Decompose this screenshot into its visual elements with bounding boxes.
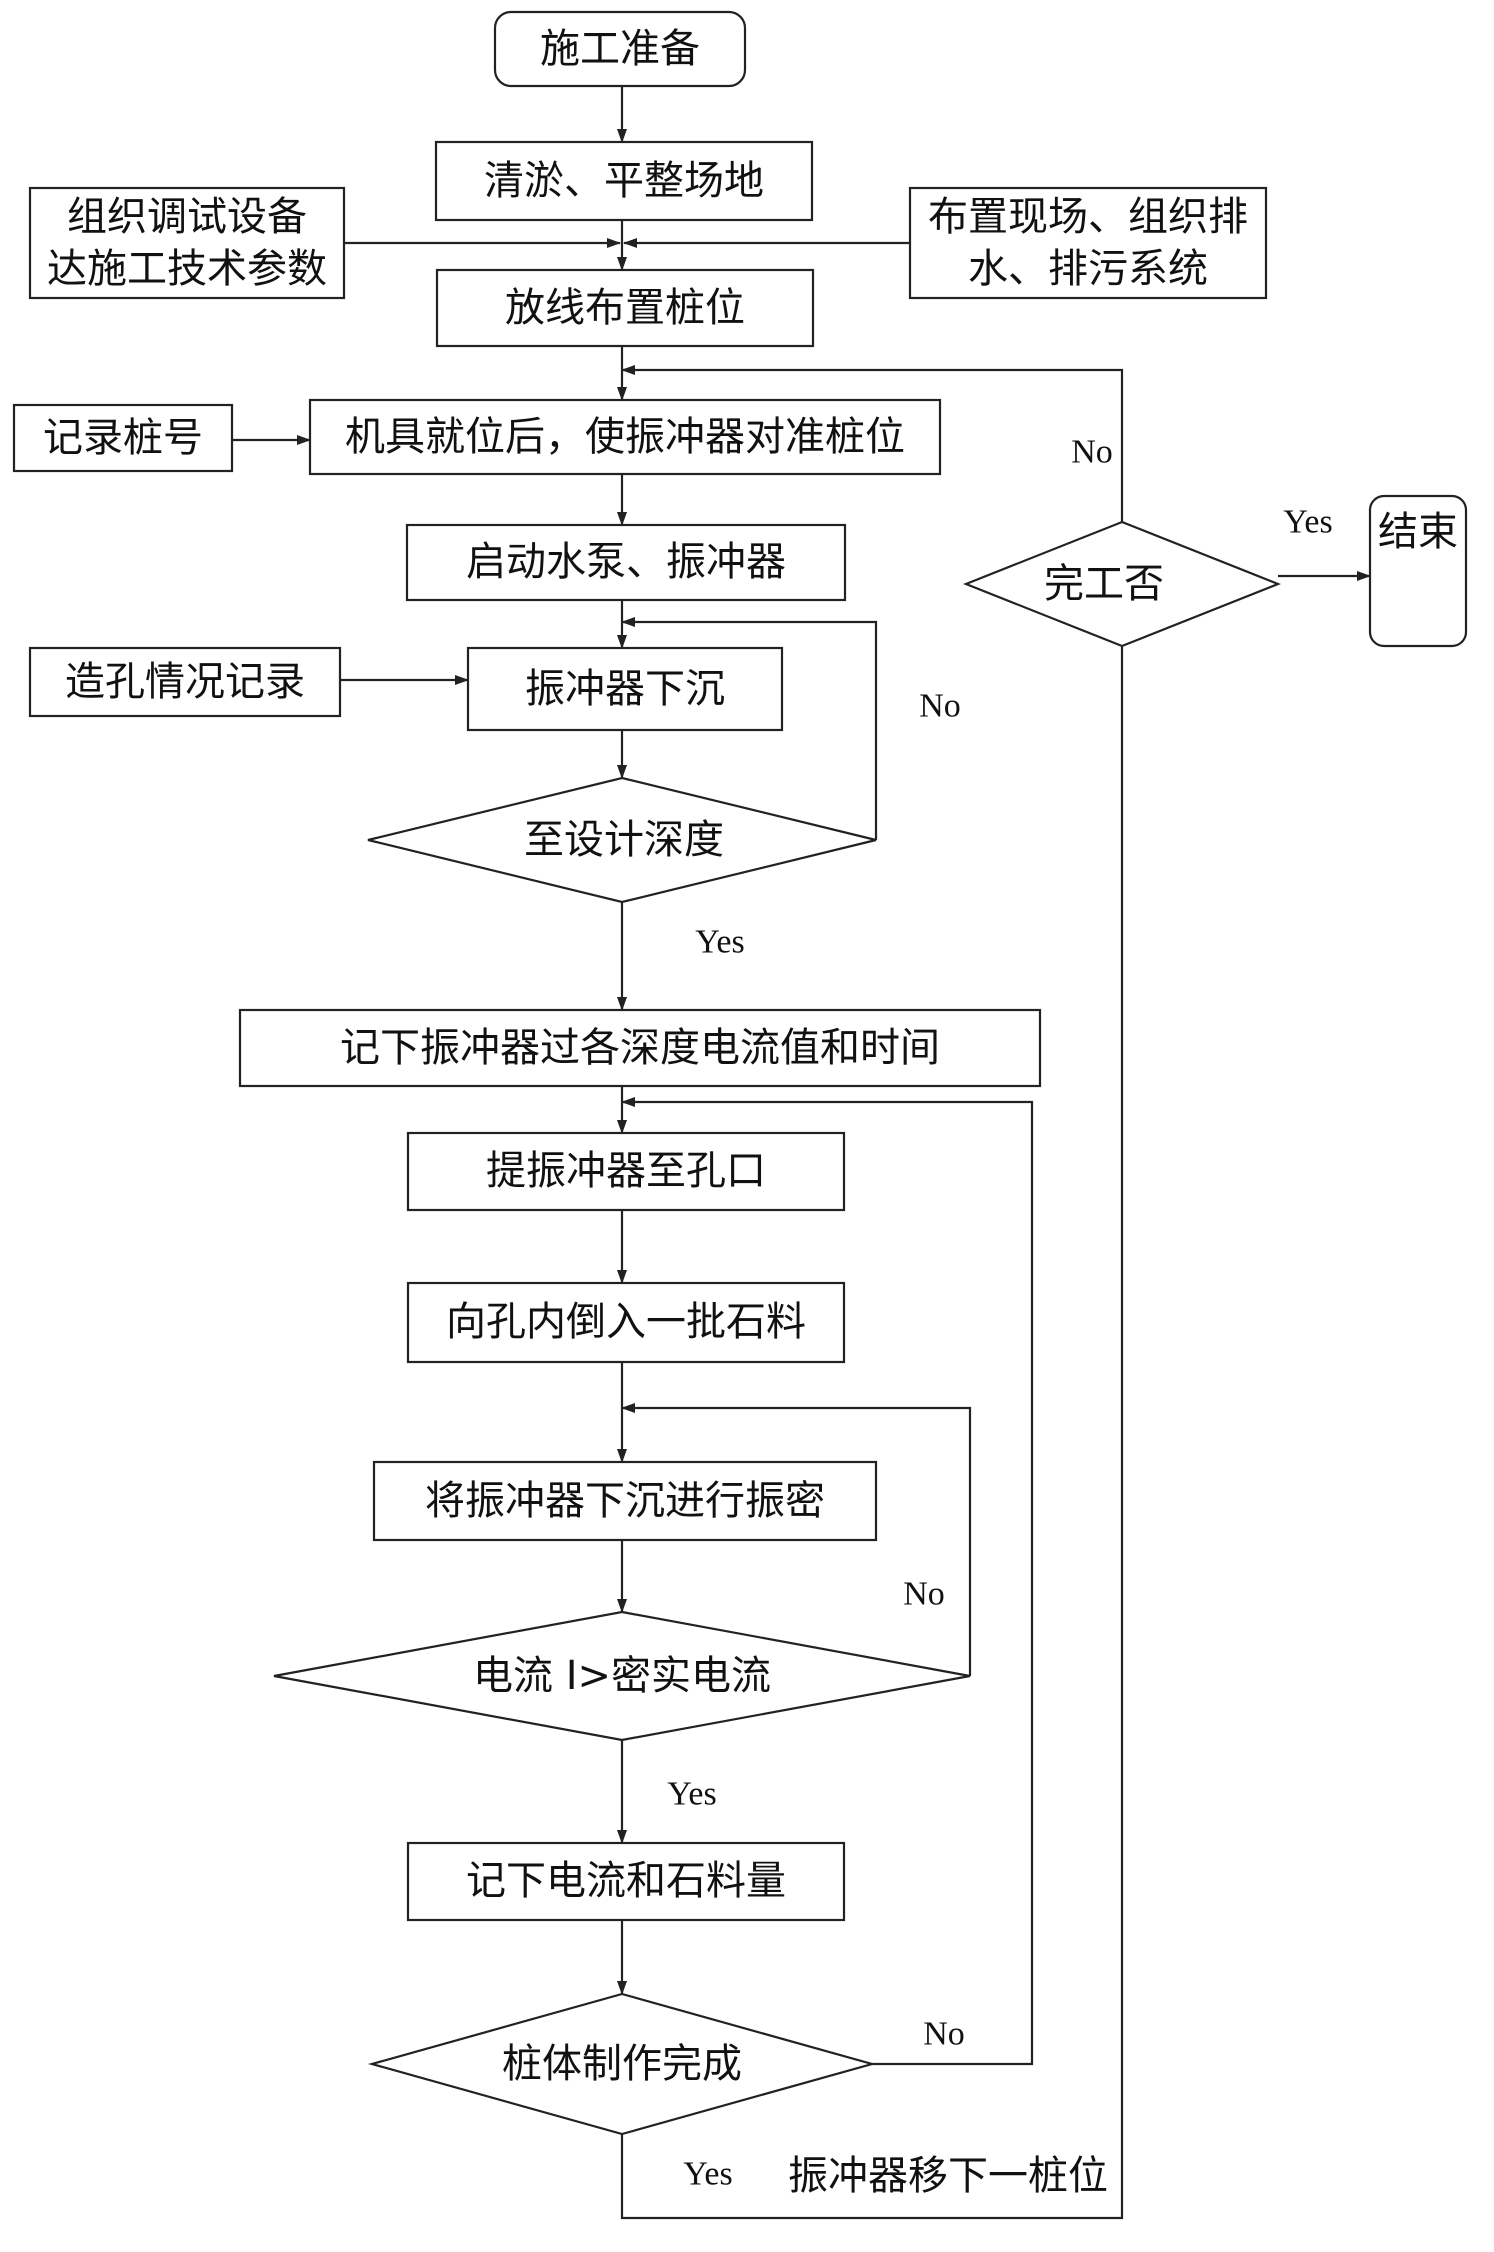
node-record-current-text: 记下振冲器过各深度电流值和时间 <box>340 1025 940 1071</box>
node-site: 布置现场、组织排 水、排污系统 <box>908 186 1268 300</box>
node-sink: 振冲器下沉 <box>466 646 784 732</box>
node-pour-text: 向孔内倒入一批石料 <box>446 1299 806 1345</box>
node-site-line2: 水、排污系统 <box>968 246 1208 292</box>
node-align: 机具就位后，使振冲器对准桩位 <box>308 398 942 476</box>
node-clear-text: 清淤、平整场地 <box>484 158 764 204</box>
node-record-stone-text: 记下电流和石料量 <box>466 1858 786 1904</box>
node-record-no-text: 记录桩号 <box>43 415 203 461</box>
node-hole-record-text: 造孔情况记录 <box>65 659 305 705</box>
node-record-no: 记录桩号 <box>12 403 234 473</box>
loop-current-no <box>621 1403 972 1676</box>
node-clear: 清淤、平整场地 <box>434 140 814 222</box>
node-start-text: 施工准备 <box>540 26 700 72</box>
node-align-text: 机具就位后，使振冲器对准桩位 <box>345 414 905 460</box>
decision-current-text: 电流 I>密实电流 <box>473 1653 771 1699</box>
decision-pile: 桩体制作完成 <box>367 1992 877 2136</box>
node-layout: 放线布置桩位 <box>435 268 815 348</box>
label-done-no: No <box>1071 434 1113 471</box>
node-layout-text: 放线布置桩位 <box>505 285 745 331</box>
label-depth-no: No <box>919 688 961 725</box>
label-pile-yes: Yes <box>683 2156 732 2193</box>
node-compact: 将振冲器下沉进行振密 <box>372 1460 878 1542</box>
path-pile-yes-move <box>620 646 1124 2220</box>
decision-depth: 至设计深度 <box>367 776 877 904</box>
node-end-text: 结束 <box>1378 509 1458 555</box>
label-depth-yes: Yes <box>695 924 744 961</box>
node-pour: 向孔内倒入一批石料 <box>406 1281 846 1364</box>
node-sink-text: 振冲器下沉 <box>525 666 725 712</box>
node-lift: 提振冲器至孔口 <box>406 1131 846 1212</box>
connectors <box>232 86 1371 2220</box>
label-current-no: No <box>903 1576 945 1613</box>
node-compact-text: 将振冲器下沉进行振密 <box>425 1478 825 1524</box>
node-record-current: 记下振冲器过各深度电流值和时间 <box>238 1008 1042 1088</box>
node-equip: 组织调试设备 达施工技术参数 <box>28 186 346 300</box>
node-hole-record: 造孔情况记录 <box>28 646 342 718</box>
label-current-yes: Yes <box>667 1776 716 1813</box>
loop-depth-no <box>621 617 878 840</box>
decision-current: 电流 I>密实电流 <box>273 1610 971 1742</box>
decision-done-text: 完工否 <box>1044 561 1164 607</box>
node-start: 施工准备 <box>493 10 747 88</box>
node-lift-text: 提振冲器至孔口 <box>486 1148 766 1194</box>
label-done-yes: Yes <box>1283 504 1332 541</box>
node-site-line1: 布置现场、组织排 <box>928 194 1248 240</box>
node-equip-line1: 组织调试设备 <box>67 194 307 240</box>
loop-pile-no <box>621 1097 1034 2066</box>
node-record-stone: 记下电流和石料量 <box>406 1841 846 1922</box>
node-equip-line2: 达施工技术参数 <box>47 246 327 292</box>
decision-done: 完工否 <box>963 520 1281 648</box>
node-pump-text: 启动水泵、振冲器 <box>466 539 786 585</box>
decision-pile-text: 桩体制作完成 <box>502 2041 742 2087</box>
node-end: 结束 <box>1368 494 1468 648</box>
label-pile-no: No <box>923 2016 965 2053</box>
loop-done-no <box>621 365 1124 522</box>
decision-depth-text: 至设计深度 <box>524 817 724 863</box>
label-move-next: 振冲器移下一桩位 <box>788 2153 1108 2199</box>
node-pump: 启动水泵、振冲器 <box>405 523 847 602</box>
